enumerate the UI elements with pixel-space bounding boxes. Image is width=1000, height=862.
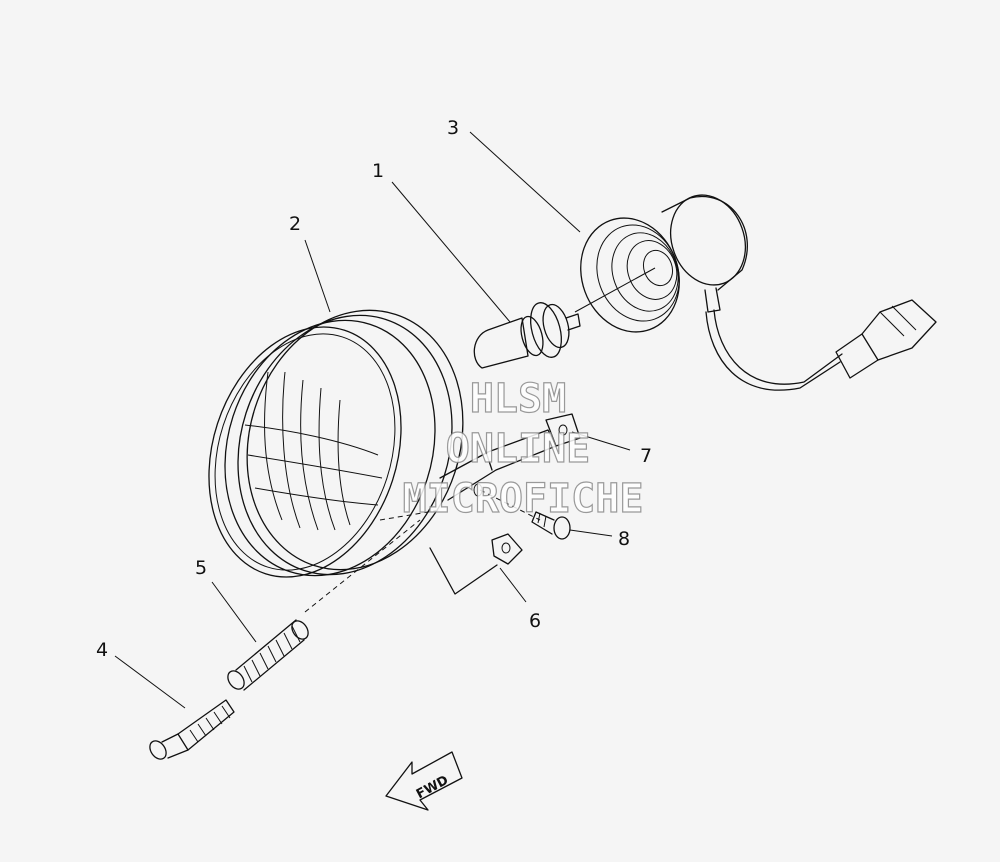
watermark: HLSM ONLINE MICROFICHE (402, 375, 644, 522)
fwd-arrow: FWD (385, 751, 463, 811)
part-bolt (531, 511, 571, 540)
callout-3: 3 (447, 117, 459, 139)
leader-3b (574, 267, 656, 313)
part-headlight-unit (208, 309, 557, 613)
leader-lines (114, 131, 656, 709)
watermark-line-3: MICROFICHE (403, 476, 644, 522)
part-nut (491, 533, 523, 565)
callout-7: 7 (640, 445, 652, 467)
callout-2: 2 (289, 213, 301, 235)
part-spring (227, 619, 309, 691)
callout-6: 6 (529, 610, 541, 632)
part-clip (545, 413, 581, 447)
callout-5: 5 (195, 557, 207, 579)
callout-1: 1 (372, 160, 384, 182)
leader-3 (469, 131, 581, 233)
watermark-line-1: HLSM (470, 376, 566, 422)
part-bulb-socket (580, 194, 937, 391)
leader-5 (211, 581, 257, 643)
leader-7 (571, 431, 631, 451)
leader-6 (499, 567, 527, 603)
callout-4: 4 (96, 639, 108, 661)
watermark-line-2: ONLINE (446, 426, 591, 472)
leader-2 (304, 239, 331, 313)
fwd-label: FWD (414, 773, 451, 802)
leader-4 (114, 655, 186, 709)
leader-8 (569, 529, 613, 537)
leader-1 (391, 181, 511, 323)
callout-8: 8 (618, 528, 630, 550)
part-adjusting-screw (149, 699, 235, 760)
part-bulb (473, 302, 581, 369)
